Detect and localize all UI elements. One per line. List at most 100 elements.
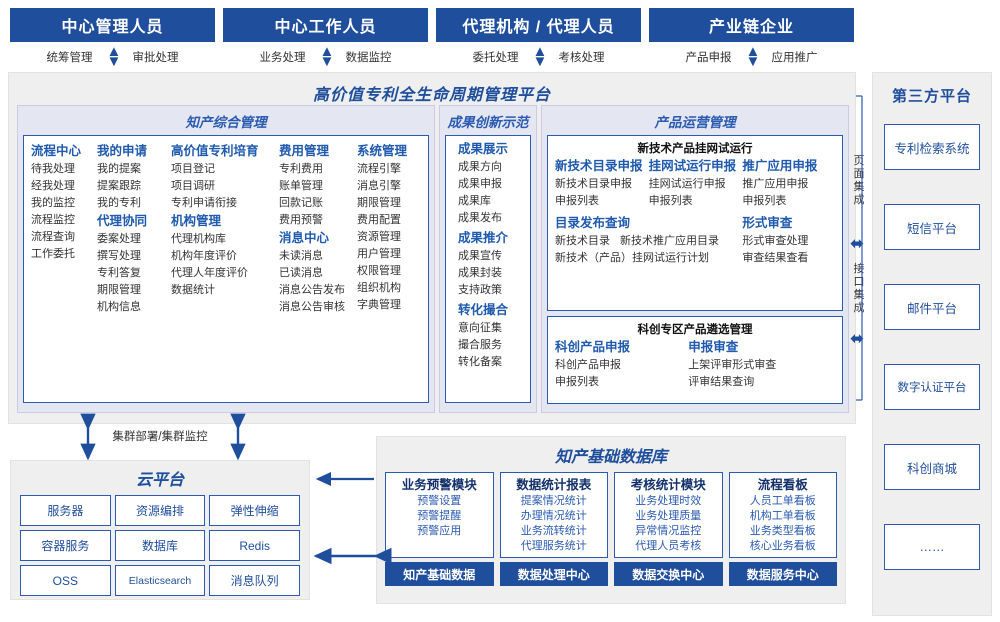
leaf-item[interactable]: 权限管理 xyxy=(357,265,401,277)
leaf-item[interactable]: 成果宣传 xyxy=(458,250,502,262)
leaf-item[interactable]: 业务处理时效 xyxy=(635,495,702,507)
leaf-item[interactable]: 科创产品申报 xyxy=(555,359,621,371)
leaf-item[interactable]: 项目登记 xyxy=(171,163,215,175)
group-head[interactable]: 转化撮合 xyxy=(458,303,509,317)
leaf-item[interactable]: 撰写处理 xyxy=(97,250,141,262)
leaf-item[interactable]: 申报列表 xyxy=(555,376,599,388)
role-header-2[interactable]: 代理机构 / 代理人员 xyxy=(436,8,641,42)
leaf-item[interactable]: 成果发布 xyxy=(458,212,502,224)
leaf-item[interactable]: 申报列表 xyxy=(555,195,599,207)
third-party-item-patent-search[interactable]: 专利检索系统 xyxy=(884,124,980,170)
group-head[interactable]: 科创产品申报 xyxy=(555,340,631,354)
leaf-item[interactable]: 我的监控 xyxy=(31,197,75,209)
third-party-item-sci-mall[interactable]: 科创商城 xyxy=(884,444,980,490)
role-header-0[interactable]: 中心管理人员 xyxy=(10,8,215,42)
leaf-item[interactable]: 未读消息 xyxy=(279,250,323,262)
leaf-item[interactable]: 支持政策 xyxy=(458,284,502,296)
group-head[interactable]: 推广应用申报 xyxy=(742,159,818,173)
cloud-cell-orchestration[interactable]: 资源编排 xyxy=(114,495,206,526)
leaf-item[interactable]: 预警提醒 xyxy=(417,510,462,522)
leaf-item[interactable]: 期限管理 xyxy=(357,197,401,209)
leaf-item[interactable]: 人员工单看板 xyxy=(749,495,816,507)
leaf-item[interactable]: 流程监控 xyxy=(31,214,75,226)
leaf-item[interactable]: 挂网试运行申报 xyxy=(648,178,726,190)
leaf-item[interactable]: 机构工单看板 xyxy=(749,510,816,522)
leaf-item[interactable]: 转化备案 xyxy=(458,356,502,368)
leaf-item[interactable]: 审查结果查看 xyxy=(742,252,809,264)
leaf-item[interactable]: 提案跟踪 xyxy=(97,180,141,192)
role-header-1[interactable]: 中心工作人员 xyxy=(223,8,428,42)
leaf-item[interactable]: 消息公告发布 xyxy=(279,284,345,296)
leaf-item[interactable]: 代理服务统计 xyxy=(520,540,587,552)
leaf-item[interactable]: 成果申报 xyxy=(458,178,502,190)
third-party-item-more[interactable]: …… xyxy=(884,524,980,570)
leaf-item[interactable]: 申报列表 xyxy=(648,195,693,207)
leaf-item[interactable]: 新技术推广应用目录 xyxy=(620,235,719,247)
leaf-item[interactable]: 用户管理 xyxy=(357,248,401,260)
group-head[interactable]: 新技术目录申报 xyxy=(555,159,643,173)
group-head[interactable]: 挂网试运行申报 xyxy=(648,159,737,173)
third-party-item-digital-cert[interactable]: 数字认证平台 xyxy=(884,364,980,410)
leaf-item[interactable]: 委案处理 xyxy=(97,233,141,245)
leaf-item[interactable]: 工作委托 xyxy=(31,248,75,260)
cloud-cell-container[interactable]: 容器服务 xyxy=(20,530,111,561)
group-head[interactable]: 成果展示 xyxy=(458,142,509,156)
leaf-item[interactable]: 项目调研 xyxy=(171,180,215,192)
leaf-item[interactable]: 预警设置 xyxy=(417,495,462,507)
leaf-item[interactable]: 代理机构库 xyxy=(171,233,226,245)
leaf-item[interactable]: 代理人员考核 xyxy=(635,540,702,552)
leaf-item[interactable]: 消息公告审核 xyxy=(279,301,345,313)
cloud-cell-database[interactable]: 数据库 xyxy=(114,530,206,561)
group-head[interactable]: 我的申请 xyxy=(97,144,148,158)
leaf-item[interactable]: 业务类型看板 xyxy=(749,525,816,537)
leaf-item[interactable]: 成果库 xyxy=(458,195,491,207)
group-head[interactable]: 形式审查 xyxy=(742,216,793,230)
cloud-cell-autoscale[interactable]: 弹性伸缩 xyxy=(209,495,300,526)
leaf-item[interactable]: 预警应用 xyxy=(417,525,462,537)
cloud-cell-server[interactable]: 服务器 xyxy=(20,495,111,526)
third-party-item-email[interactable]: 邮件平台 xyxy=(884,284,980,330)
role-header-3[interactable]: 产业链企业 xyxy=(649,8,854,42)
cloud-cell-mq[interactable]: 消息队列 xyxy=(209,565,300,596)
leaf-item[interactable]: 专利申请衔接 xyxy=(171,197,237,209)
leaf-item[interactable]: 新技术（产品）挂网试运行计划 xyxy=(555,252,709,264)
leaf-item[interactable]: 专利答复 xyxy=(97,267,141,279)
cloud-cell-oss[interactable]: OSS xyxy=(20,565,111,596)
group-head[interactable]: 申报审查 xyxy=(688,340,739,354)
group-head[interactable]: 流程中心 xyxy=(31,144,82,158)
group-head[interactable]: 代理协同 xyxy=(97,214,148,228)
leaf-item[interactable]: 资源管理 xyxy=(357,231,401,243)
leaf-item[interactable]: 组织机构 xyxy=(357,282,401,294)
leaf-item[interactable]: 费用预警 xyxy=(279,214,323,226)
cloud-cell-redis[interactable]: Redis xyxy=(209,530,300,561)
leaf-item[interactable]: 办理情况统计 xyxy=(520,510,587,522)
leaf-item[interactable]: 机构信息 xyxy=(97,301,141,313)
leaf-item[interactable]: 形式审查处理 xyxy=(742,235,809,247)
leaf-item[interactable]: 推广应用申报 xyxy=(742,178,809,190)
cloud-cell-elasticsearch[interactable]: Elasticsearch xyxy=(114,565,206,596)
leaf-item[interactable]: 我的提案 xyxy=(97,163,141,175)
leaf-item[interactable]: 异常情况监控 xyxy=(635,525,702,537)
kdb-foot-processing-center[interactable]: 数据处理中心 xyxy=(499,562,608,586)
leaf-item[interactable]: 申报列表 xyxy=(742,195,787,207)
leaf-item[interactable]: 已读消息 xyxy=(279,267,323,279)
leaf-item[interactable]: 费用配置 xyxy=(357,214,401,226)
group-head[interactable]: 高价值专利培育 xyxy=(171,144,259,158)
third-party-item-sms[interactable]: 短信平台 xyxy=(884,204,980,250)
leaf-item[interactable]: 评审结果查询 xyxy=(688,376,755,388)
kdb-foot-exchange-center[interactable]: 数据交换中心 xyxy=(614,562,723,586)
group-head[interactable]: 费用管理 xyxy=(279,144,330,158)
leaf-item[interactable]: 流程引擎 xyxy=(357,163,401,175)
leaf-item[interactable]: 期限管理 xyxy=(97,284,141,296)
kdb-foot-service-center[interactable]: 数据服务中心 xyxy=(728,562,837,586)
leaf-item[interactable]: 成果方向 xyxy=(458,161,502,173)
leaf-item[interactable]: 业务处理质量 xyxy=(635,510,702,522)
leaf-item[interactable]: 撮合服务 xyxy=(458,339,502,351)
leaf-item[interactable]: 字典管理 xyxy=(357,299,401,311)
leaf-item[interactable]: 提案情况统计 xyxy=(520,495,587,507)
leaf-item[interactable]: 新技术目录申报 xyxy=(555,178,632,190)
leaf-item[interactable]: 专利费用 xyxy=(279,163,323,175)
leaf-item[interactable]: 成果封装 xyxy=(458,267,502,279)
leaf-item[interactable]: 待我处理 xyxy=(31,163,75,175)
group-head[interactable]: 成果推介 xyxy=(458,231,509,245)
